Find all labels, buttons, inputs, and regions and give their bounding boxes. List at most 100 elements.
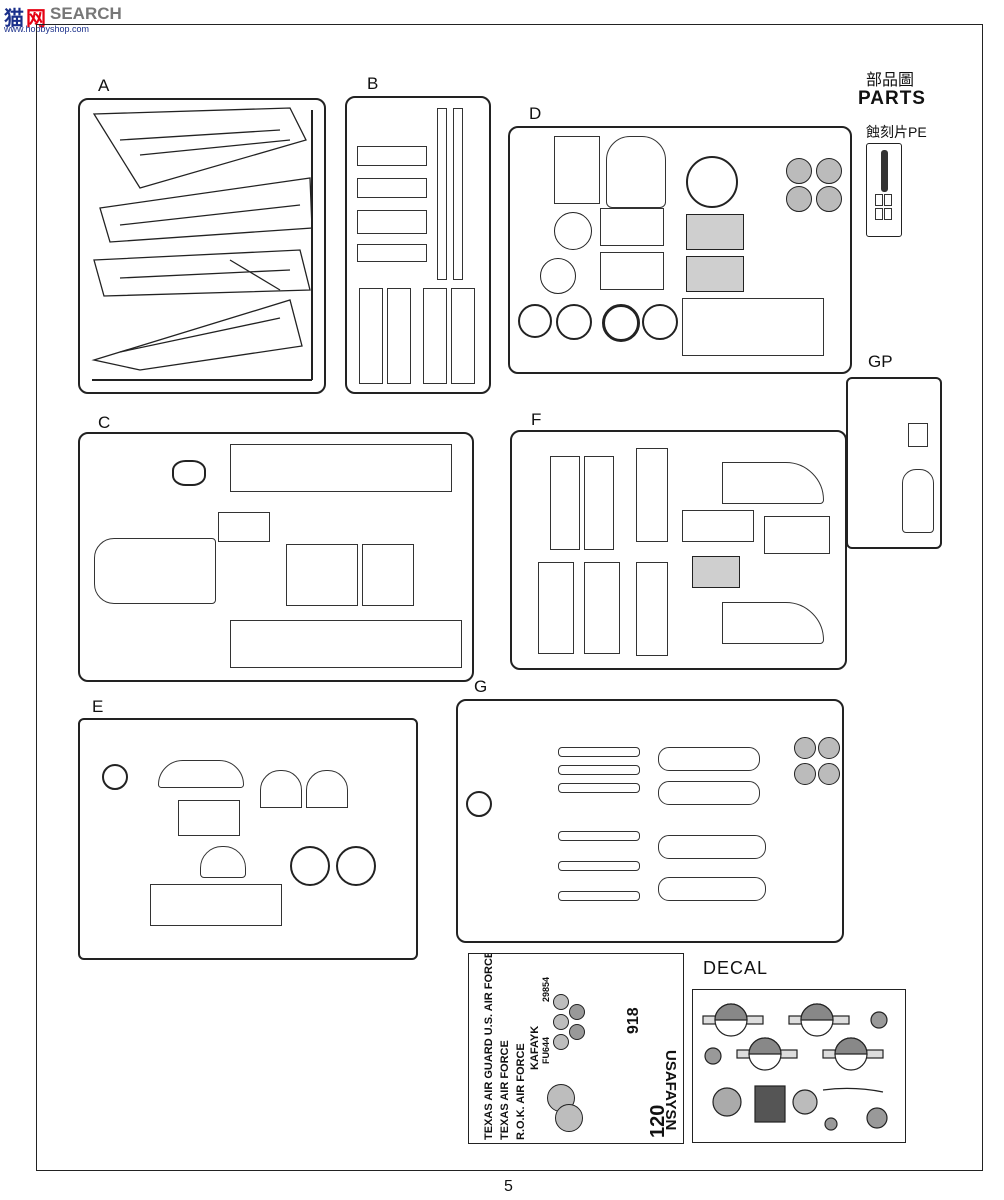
decal-roundel [569,1024,585,1040]
sprue-d [508,126,852,374]
missile-part [558,831,640,841]
intake-ring [642,304,678,340]
wheel-part [786,158,812,184]
panel-part [636,562,668,656]
decal-text-texas2: TEXAS AIR FORCE [499,1040,511,1140]
sprue-c [78,432,474,682]
box-part [178,800,240,836]
cockpit-tub [94,538,216,604]
wheel-part [818,763,840,785]
decal-roundel [569,1004,585,1020]
wheel-part [816,158,842,184]
arch-part [260,770,302,808]
gear-part [554,212,592,250]
wheel-part [102,764,128,790]
pe-fret [866,143,902,237]
page-number: 5 [504,1178,513,1195]
parts-grid [150,884,282,926]
pe-part [875,194,883,206]
fuel-tank [658,835,766,859]
panel-part [357,210,427,234]
sprue-label-g: G [474,677,488,696]
turbine-ring [290,846,330,886]
clear-part [908,423,928,447]
box-part [218,512,270,542]
intake-ring [556,304,592,340]
missile-part [558,765,640,775]
canopy-clear [902,469,934,533]
fin-part [387,288,411,384]
watermark-brand-cn: 猫 [4,8,24,30]
fin-part [538,562,574,654]
fuel-tank [658,877,766,901]
bay-part [286,544,358,606]
wheel-part [466,791,492,817]
sprue-label-c: C [98,413,111,432]
decal-sheet-insignia [692,989,906,1143]
decal-text-texas: TEXAS AIR GUARD U.S. AIR FORCE [483,953,495,1140]
pe-part [881,150,888,192]
fin-part [423,288,447,384]
cowl-part [158,760,244,788]
decal-text-rok2: KAFAYK [529,1025,541,1070]
decal-star-insignia [555,1104,583,1132]
decal-sheet-markings: TEXAS AIR GUARD U.S. AIR FORCE TEXAS AIR… [468,953,684,1144]
intake-ring [518,304,552,338]
missile-part [558,783,640,793]
missile-part [558,861,640,871]
rod-part [437,108,447,280]
pe-part [875,208,883,220]
tail-part [722,602,824,644]
sprue-g [456,699,844,943]
decal-roundel [553,994,569,1010]
turbine-ring [686,156,738,208]
fin-part [584,562,620,654]
missile-part [558,891,640,901]
watermark-brand-en: SEARCH [50,4,122,23]
wheel-part [818,737,840,759]
watermark-url: www.hobbyshop.com [4,24,90,34]
sprue-f [510,430,847,670]
wing-parts-drawing [91,107,313,381]
panel-part [357,146,427,166]
box-part [600,208,664,246]
canopy-frame [606,136,666,208]
gear-part [540,258,576,294]
panel-part [357,244,427,262]
small-parts-grid [682,298,824,356]
engine-part [692,556,740,588]
box-part [600,252,664,290]
bay-part [362,544,414,606]
engine-part [686,256,744,292]
fin-part [359,288,383,384]
decal-text-usaf: USAFAYSN [662,1050,679,1131]
wheel-part [816,186,842,212]
rod-part [453,108,463,280]
sprue-label-e: E [92,697,104,716]
sprue-label-f: F [531,410,542,429]
pe-part [884,194,892,206]
box-part [682,510,754,542]
decal-roundel [553,1034,569,1050]
intake-ring [602,304,640,342]
fuel-tank [658,747,760,771]
parts-title-cn: 部品圖 [866,72,915,89]
decal-number-918: 918 [625,1007,642,1034]
arch-part [306,770,348,808]
seat-part [172,460,206,486]
wheel-part [794,737,816,759]
fin-part [451,288,475,384]
fuselage-half [230,620,462,668]
tail-part [722,462,824,504]
decal-roundel [553,1014,569,1030]
stabilizer-part [764,516,830,554]
fin-part [550,456,580,550]
sprue-gp [846,377,942,549]
pe-part [884,208,892,220]
panel-part [636,448,668,542]
sprue-label-b: B [367,74,379,93]
sprue-a [78,98,326,394]
decal-label: DECAL [703,958,769,978]
decal-text-rok: R.O.K. AIR FORCE [515,1043,527,1140]
sprue-label-a: A [98,76,110,95]
